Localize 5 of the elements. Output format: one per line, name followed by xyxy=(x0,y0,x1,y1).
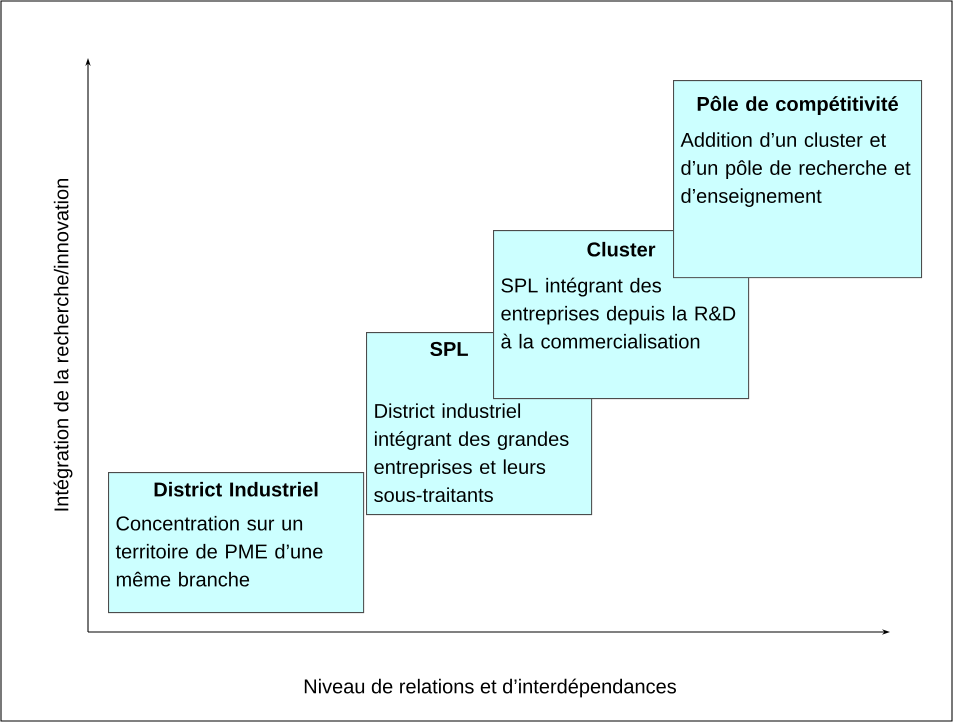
axis-label: Intégration de la recherche/innovation xyxy=(54,179,72,510)
axis-label: Niveau de relations et d’interdépendances xyxy=(304,678,676,698)
stage-box: Cluster SPL intégrant des entreprises depuis la R&D à la commercialisation xyxy=(493,230,750,400)
stage-box: District Industriel Concentration sur un territoire de PME d’une même branche xyxy=(108,472,364,614)
stage-box: Pôle de compétitivité Addition d’un cluster et d’un pôle de recherche et d’enseignement xyxy=(673,80,922,278)
